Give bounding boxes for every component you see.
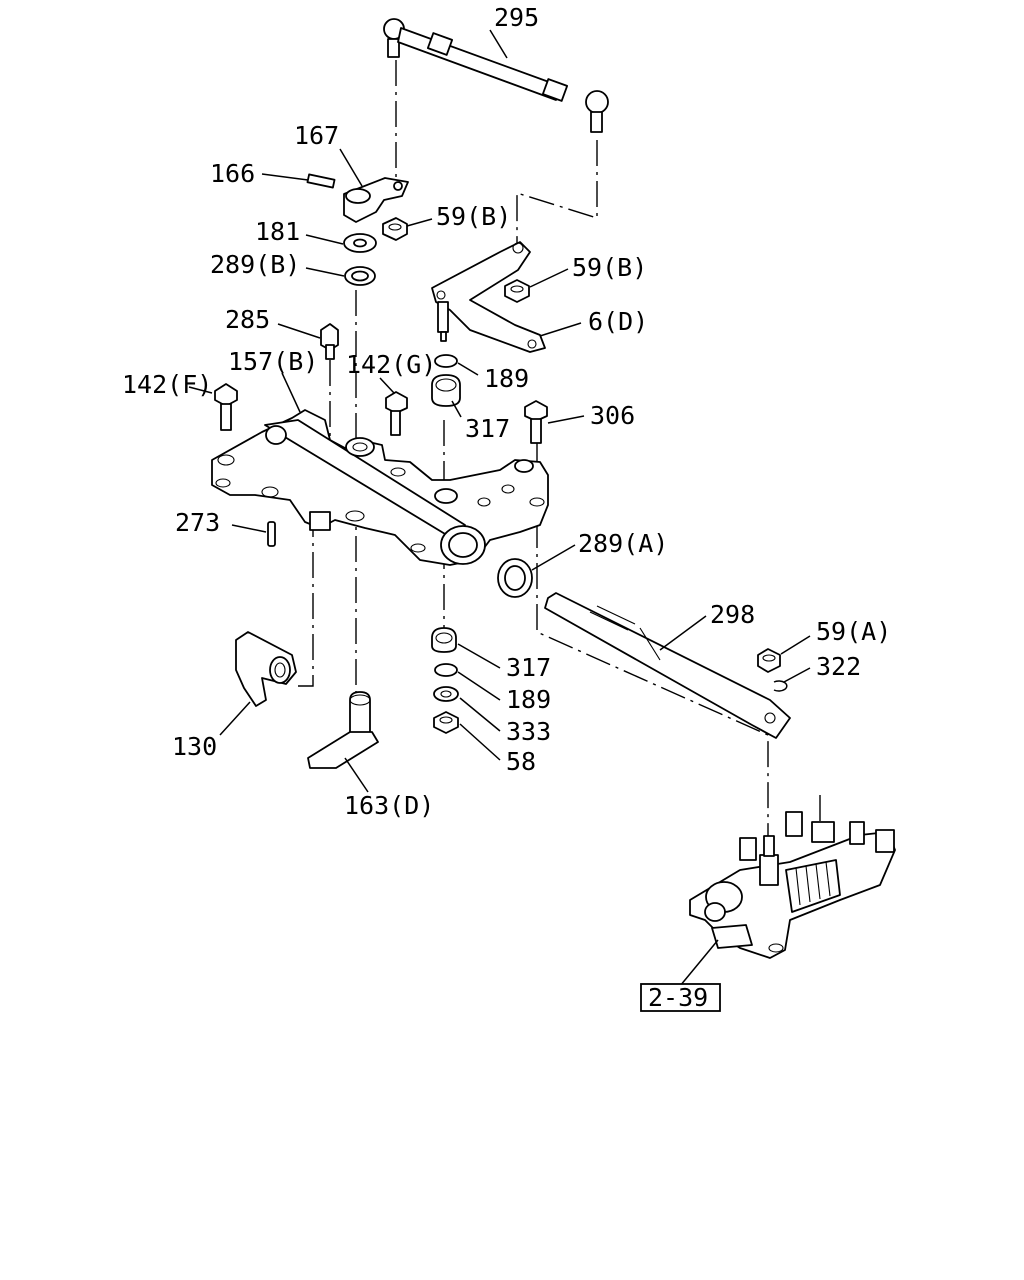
- o-ring-189-upper: [434, 354, 458, 368]
- label-289a: 289(A): [578, 529, 668, 558]
- lever-167: [343, 177, 409, 223]
- washer-322: [773, 680, 788, 692]
- shaft-298: [544, 592, 791, 739]
- bolt-142f: [214, 383, 238, 431]
- label-295: 295: [494, 3, 539, 32]
- label-59b-arm: 59(B): [572, 253, 647, 282]
- washer-333: [433, 686, 459, 702]
- label-273: 273: [175, 508, 220, 537]
- arm-6d: [431, 241, 546, 353]
- leader-lines: [188, 29, 811, 987]
- label-59a: 59(A): [816, 617, 891, 646]
- label-189-upper: 189: [484, 364, 529, 393]
- label-59b-upper: 59(B): [436, 202, 511, 231]
- label-142g: 142(G): [346, 350, 436, 379]
- tie-rod-295: [383, 18, 609, 133]
- pin-273: [267, 521, 276, 547]
- label-317-upper: 317: [465, 414, 510, 443]
- shaft-lever-163d: [307, 691, 379, 769]
- seal-289b: [344, 266, 376, 286]
- label-289b: 289(B): [210, 250, 300, 279]
- bolt-142g: [385, 391, 408, 436]
- label-322: 322: [816, 652, 861, 681]
- pin-166: [306, 173, 336, 189]
- label-181: 181: [255, 217, 300, 246]
- washer-181: [343, 233, 377, 253]
- bolt-306: [524, 400, 548, 444]
- part-labels: 295 167 166 181 289(B) 59(B) 59(B) 6(D) …: [122, 3, 891, 820]
- label-317-lower: 317: [506, 653, 551, 682]
- lever-130: [235, 631, 297, 707]
- label-58: 58: [506, 747, 536, 776]
- label-130: 130: [172, 732, 217, 761]
- label-142f: 142(F): [122, 370, 212, 399]
- label-167: 167: [294, 121, 339, 150]
- seal-289a: [497, 558, 533, 598]
- nut-59b-arm: [504, 279, 530, 303]
- label-6d: 6(D): [588, 307, 648, 336]
- bushing-317-upper: [431, 374, 461, 407]
- bushing-317-lower: [431, 627, 457, 653]
- o-ring-189-lower: [434, 663, 458, 677]
- reference-box: 2-39: [640, 983, 721, 1012]
- reference-label: 2-39: [648, 983, 708, 1012]
- label-157b: 157(B): [228, 347, 318, 376]
- label-306: 306: [590, 401, 635, 430]
- label-189-lower: 189: [506, 685, 551, 714]
- bracket-157b: [211, 409, 549, 566]
- label-298: 298: [710, 600, 755, 629]
- nut-59b-upper: [382, 217, 408, 241]
- grease-fitting-285: [320, 323, 339, 360]
- label-333: 333: [506, 717, 551, 746]
- label-166: 166: [210, 159, 255, 188]
- nut-58: [433, 711, 459, 734]
- nut-59a: [757, 648, 781, 673]
- label-285: 285: [225, 305, 270, 334]
- gearbox-assembly: [689, 811, 896, 959]
- label-163d: 163(D): [344, 791, 434, 820]
